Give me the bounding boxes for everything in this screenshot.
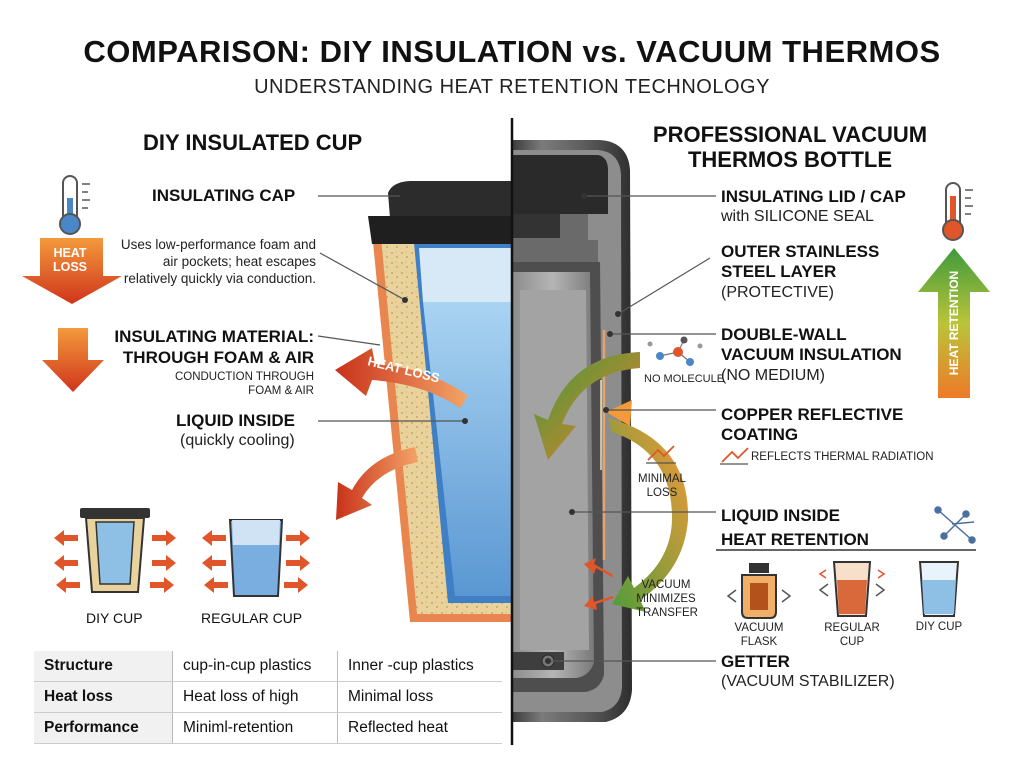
liquid-inside-sub: (quickly cooling): [180, 432, 295, 449]
table-cell: Inner -cup plastics: [337, 651, 502, 682]
heat-loss-badge-line-1: HEAT: [53, 246, 87, 260]
insulating-lid-sub: with SILICONE SEAL: [721, 208, 874, 225]
table-row: Performance Miniml-retention Reflected h…: [34, 712, 502, 744]
vacuum-flask-caption: VACUUM FLASK: [729, 621, 789, 649]
diy-cup-right-caption: DIY CUP: [915, 621, 963, 633]
callout-lines-left: [317, 195, 465, 422]
heat-loss-badge-arrow: [22, 238, 122, 304]
minimal-loss-label: MINIMAL LOSS: [636, 472, 688, 500]
getter-sub: (VACUUM STABILIZER): [721, 673, 895, 690]
insulating-material-line-1: INSULATING MATERIAL:: [114, 327, 314, 346]
minimal-loss-line-2: LOSS: [646, 487, 678, 499]
heat-retention-arc: [534, 352, 640, 460]
heat-retention-arrow-label: HEAT RETENTION: [947, 270, 961, 376]
page-title: COMPARISON: DIY INSULATION vs. VACUUM TH…: [83, 34, 941, 69]
outer-layer-sub: (PROTECTIVE): [721, 284, 834, 301]
reflect-icon: [720, 447, 749, 465]
thermometer-icon-left: [59, 175, 90, 235]
outer-layer-line-1: OUTER STAINLESS: [721, 242, 880, 261]
thermometer-icon-right: [942, 182, 973, 241]
down-arrow-icon: [42, 328, 104, 392]
liquid-retention-line-1: LIQUID INSIDE: [721, 506, 841, 525]
liquid-inside-label: LIQUID INSIDE: [176, 411, 296, 430]
diy-cup-icon-right: [918, 561, 960, 617]
diy-cup-caption: DIY CUP: [86, 610, 143, 626]
heat-retention-arrow: [918, 248, 990, 398]
reflect-arc: [606, 400, 689, 612]
table-cell: Structure: [34, 651, 173, 682]
table-cell: Minimal loss: [337, 681, 502, 713]
heat-loss-arrow-big: [335, 348, 468, 408]
minimal-loss-arrows: [584, 558, 614, 610]
regular-cup-caption: REGULAR CUP: [201, 610, 303, 626]
callout-dots-right: [545, 193, 621, 664]
vacuum-line-1: DOUBLE-WALL: [721, 325, 847, 344]
insulating-lid-label: INSULATING LID / CAP: [721, 187, 906, 206]
table-cell: cup-in-cup plastics: [172, 651, 338, 682]
vacuum-minimizes-line-3: TRANSFER: [636, 607, 698, 619]
insulating-material-line-2: THROUGH FOAM & AIR: [122, 348, 314, 367]
vacuum-label: DOUBLE-WALL VACUUM INSULATION: [721, 325, 902, 365]
foam-note: Uses low-performance foam and air pocket…: [120, 237, 316, 286]
regular-cup-right-caption: REGULAR CUP: [822, 621, 882, 649]
no-molecule-label: NO MOLECULE: [644, 373, 725, 385]
copper-sub: REFLECTS THERMAL RADIATION: [751, 451, 934, 463]
regular-cup-icon-right: [818, 561, 886, 617]
left-heading: DIY INSULATED CUP: [143, 130, 363, 155]
network-icon: [934, 506, 976, 544]
mini-regular-cup-icon: [202, 519, 310, 597]
insulating-material-label: INSULATING MATERIAL: THROUGH FOAM & AIR: [92, 326, 314, 368]
vacuum-sub: (NO MEDIUM): [721, 367, 825, 384]
table-cell: Miniml-retention: [172, 712, 338, 744]
regular-cup-right-line-2: CUP: [839, 636, 865, 648]
diy-cup-section: [368, 181, 512, 622]
table-row: Structure cup-in-cup plastics Inner -cup…: [34, 651, 502, 682]
outer-layer-line-2: STEEL LAYER: [721, 262, 837, 281]
copper-line-1: COPPER REFLECTIVE: [721, 405, 904, 424]
getter-label: GETTER: [721, 652, 790, 671]
vacuum-minimizes-line-1: VACUUM: [641, 579, 691, 591]
vacuum-flask-icon: [726, 563, 792, 619]
vacuum-flask-line-2: FLASK: [740, 636, 778, 648]
liquid-dot: [462, 418, 468, 424]
vacuum-flask-line-1: VACUUM: [734, 622, 784, 634]
table-cell: Heat loss: [34, 681, 173, 713]
table-cell: Reflected heat: [337, 712, 502, 744]
vacuum-minimizes-line-2: MINIMIZES: [636, 593, 696, 605]
callout-lines-right: [548, 195, 716, 662]
minimal-loss-line-1: MINIMAL: [638, 473, 686, 485]
right-heading: PROFESSIONAL VACUUM THERMOS BOTTLE: [640, 122, 940, 172]
table-cell: Heat loss of high: [172, 681, 338, 713]
minimal-loss-icon: [646, 445, 676, 464]
material-sub-line-2: FOAM & AIR: [248, 385, 314, 397]
molecule-icon: [647, 336, 703, 366]
vacuum-minimizes-label: VACUUM MINIMIZES TRANSFER: [636, 578, 698, 620]
copper-label: COPPER REFLECTIVE COATING: [721, 405, 903, 445]
comparison-table: Structure cup-in-cup plastics Inner -cup…: [34, 651, 502, 744]
heat-loss-arrow-curve: [336, 447, 418, 520]
liquid-retention-line-2: HEAT RETENTION: [721, 530, 869, 549]
page-subtitle: UNDERSTANDING HEAT RETENTION TECHNOLOGY: [254, 76, 770, 98]
heat-loss-badge-line-2: LOSS: [52, 260, 88, 274]
mini-diy-cup-icon: [54, 508, 176, 593]
material-sub-line-1: CONDUCTION THROUGH: [174, 371, 314, 383]
insulating-cap-label: INSULATING CAP: [152, 186, 296, 205]
liquid-retention-label: LIQUID INSIDE HEAT RETENTION: [721, 504, 869, 552]
outer-layer-label: OUTER STAINLESS STEEL LAYER: [721, 242, 879, 282]
table-row: Heat loss Heat loss of high Minimal loss: [34, 681, 502, 713]
regular-cup-right-line-1: REGULAR: [824, 622, 880, 634]
copper-line-2: COATING: [721, 425, 799, 444]
vacuum-line-2: VACUUM INSULATION: [721, 345, 902, 364]
table-cell: Performance: [34, 712, 173, 744]
material-sub: CONDUCTION THROUGH FOAM & AIR: [150, 370, 314, 398]
right-heading-line-1: PROFESSIONAL VACUUM: [652, 122, 928, 147]
foam-dot: [402, 297, 408, 303]
heat-loss-badge: HEAT LOSS: [30, 246, 110, 274]
right-heading-line-2: THERMOS BOTTLE: [687, 147, 893, 172]
